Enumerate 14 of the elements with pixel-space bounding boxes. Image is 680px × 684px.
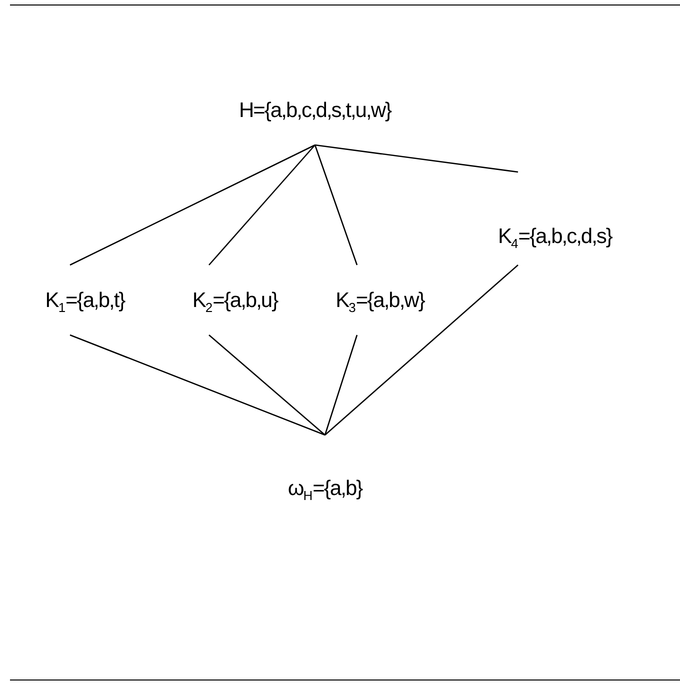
connector-line: [324, 334, 358, 436]
connector-line: [70, 144, 316, 266]
connector-line: [314, 144, 518, 173]
connector-line: [314, 144, 358, 266]
set-label: K$_{1}$={a,b,t}: [45, 290, 125, 318]
set-label: H={a,b,c,d,s,t,u,w}: [238, 100, 391, 124]
set-label: K$_{3}$={a,b,w}: [336, 290, 424, 318]
set-label: K$_{2}$={a,b,u}: [192, 290, 278, 318]
connector-line: [208, 144, 316, 266]
set-label: K$_{4}$={a,b,c,d,s}: [498, 226, 612, 254]
connector-line: [70, 334, 326, 436]
connector-line: [208, 334, 326, 436]
set-label: ω$_{H}$={a,b}: [288, 478, 362, 505]
connector-line: [324, 264, 518, 436]
